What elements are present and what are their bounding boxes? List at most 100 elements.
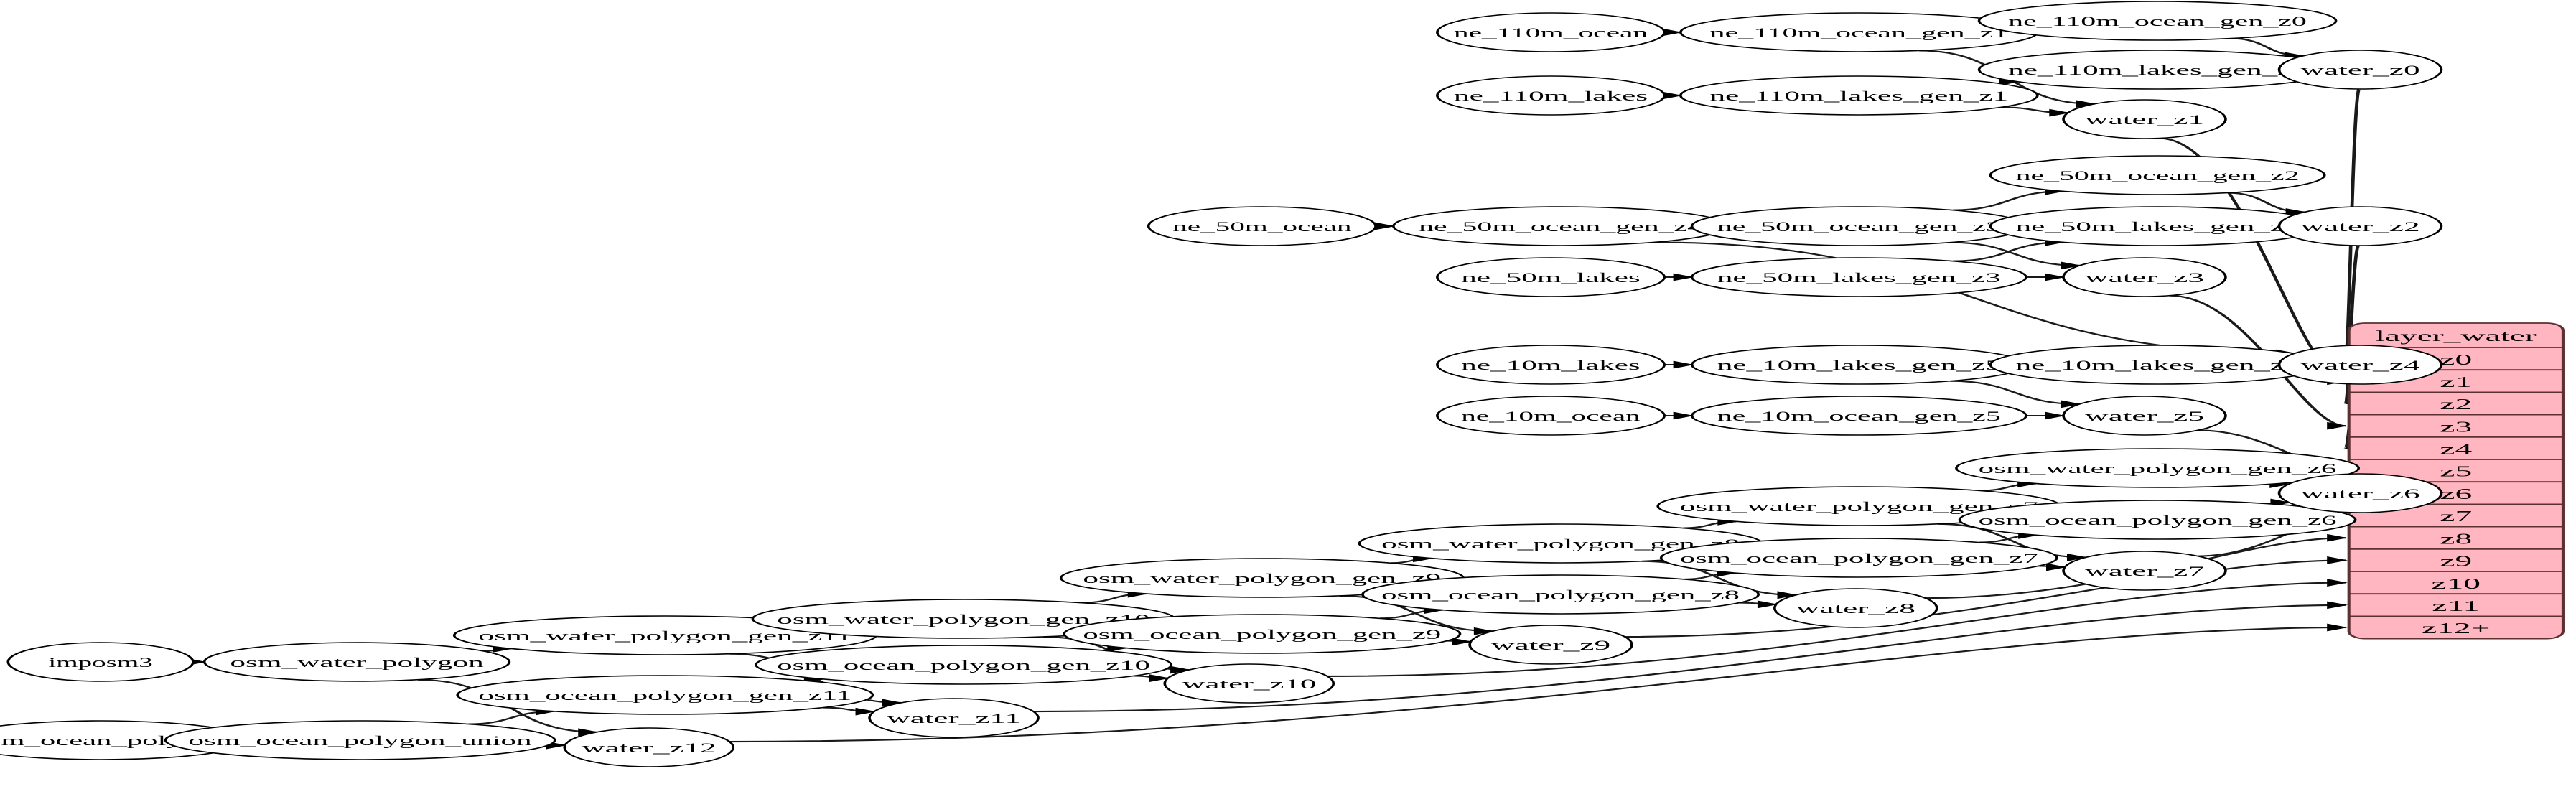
node-shape (2277, 50, 2443, 90)
edge-osm_water_polygon_gen_z7-to-water_z7 (1938, 523, 2086, 559)
node-label: osm_water_polygon_gen_z9 (1083, 571, 1441, 586)
node-label: osm_water_polygon_gen_z10 (777, 612, 1150, 627)
node-shape (2277, 345, 2443, 385)
node-water_z6[interactable]: water_z6 (2277, 473, 2443, 513)
node-water_z3[interactable]: water_z3 (2062, 257, 2227, 297)
node-label: ne_110m_lakes_gen_z0 (2008, 62, 2307, 78)
node-water_z8[interactable]: water_z8 (1773, 588, 1938, 628)
node-water_z5[interactable]: water_z5 (2062, 396, 2227, 436)
node-ne_50m_ocean[interactable]: ne_50m_ocean (1147, 206, 1377, 246)
node-label: osm_ocean_polygon_gen_z11 (479, 688, 852, 703)
node-ne_110m_lakes_gen_z0[interactable]: ne_110m_lakes_gen_z0 (1977, 50, 2338, 90)
node-osm_ocean_polygon_union[interactable]: osm_ocean_polygon_union (164, 720, 556, 760)
node-water_z12[interactable]: water_z12 (563, 727, 735, 767)
node-imposm3[interactable]: imposm3 (6, 642, 195, 682)
edge-arrowhead (2285, 208, 2307, 216)
node-osm_ocean_polygon_gen_z8[interactable]: osm_ocean_polygon_gen_z8 (1361, 574, 1760, 615)
edge-arrowhead (2327, 533, 2348, 542)
layer-table-row-z0[interactable]: z0 (2440, 351, 2472, 368)
layer-table-row-z8[interactable]: z8 (2440, 530, 2472, 546)
node-ne_110m_lakes[interactable]: ne_110m_lakes (1436, 75, 1666, 116)
node-ne_10m_ocean[interactable]: ne_10m_ocean (1436, 396, 1666, 436)
node-osm_water_polygon_gen_z8[interactable]: osm_water_polygon_gen_z8 (1358, 523, 1763, 564)
node-shape (1690, 257, 2027, 297)
node-ne_110m_ocean[interactable]: ne_110m_ocean (1436, 12, 1666, 52)
node-ne_110m_ocean_gen_z0[interactable]: ne_110m_ocean_gen_z0 (1977, 1, 2338, 41)
node-shape (1436, 345, 1666, 385)
layer-table-row-z4[interactable]: z4 (2440, 441, 2472, 457)
node-water_z7[interactable]: water_z7 (2062, 551, 2227, 591)
node-ne_50m_ocean_gen_z3[interactable]: ne_50m_ocean_gen_z3 (1690, 206, 2027, 246)
edge-arrowhead (1673, 273, 1694, 281)
node-label: water_z8 (1796, 601, 1915, 616)
node-osm_water_polygon[interactable]: osm_water_polygon (202, 642, 511, 682)
node-ne_110m_ocean_gen_z1[interactable]: ne_110m_ocean_gen_z1 (1679, 12, 2039, 52)
node-osm_ocean_polygon_gen_z11[interactable]: osm_ocean_polygon_gen_z11 (456, 675, 874, 715)
node-shape (1361, 574, 1760, 615)
node-ne_50m_lakes_gen_z3[interactable]: ne_50m_lakes_gen_z3 (1690, 257, 2027, 297)
layer-table-row-z2[interactable]: z2 (2440, 396, 2472, 412)
node-ne_50m_lakes_gen_z2[interactable]: ne_50m_lakes_gen_z2 (1989, 206, 2326, 246)
node-shape (1147, 206, 1377, 246)
node-shape (1163, 663, 1335, 704)
node-label: osm_ocean_polygon_gen_z10 (777, 658, 1150, 673)
edge-ne_50m_ocean_gen_z3-to-water_z3 (1950, 241, 2080, 266)
edge-arrowhead (2327, 601, 2348, 610)
node-osm_water_polygon_gen_z7[interactable]: osm_water_polygon_gen_z7 (1656, 486, 2062, 526)
node-water_z4[interactable]: water_z4 (2277, 345, 2443, 385)
node-osm_ocean_polygon_gen_z9[interactable]: osm_ocean_polygon_gen_z9 (1063, 614, 1462, 654)
node-ne_10m_lakes[interactable]: ne_10m_lakes (1436, 345, 1666, 385)
edge-arrowhead (2327, 556, 2348, 564)
layer-table-row-z3[interactable]: z3 (2440, 418, 2472, 434)
node-label: ne_10m_lakes_gen_z4 (2016, 358, 2300, 373)
node-shape (2277, 206, 2443, 246)
node-water_z1[interactable]: water_z1 (2062, 99, 2227, 139)
edge-arrowhead (1473, 627, 1495, 635)
layer-table-row-z11[interactable]: z11 (2432, 597, 2480, 614)
edge-arrowhead (1149, 674, 1170, 682)
layer-table-row-z1[interactable]: z1 (2440, 373, 2472, 390)
node-osm_water_polygon_gen_z9[interactable]: osm_water_polygon_gen_z9 (1059, 558, 1465, 598)
node-label: osm_ocean_polygon_union (189, 733, 533, 748)
node-shape (2062, 396, 2227, 436)
node-water_z2[interactable]: water_z2 (2277, 206, 2443, 246)
node-label: ne_110m_ocean_gen_z0 (2008, 14, 2307, 29)
node-water_z9[interactable]: water_z9 (1468, 625, 1633, 665)
node-ne_50m_ocean_gen_z4[interactable]: ne_50m_ocean_gen_z4 (1392, 206, 1730, 246)
node-osm_water_polygon_gen_z6[interactable]: osm_water_polygon_gen_z6 (1955, 448, 2361, 488)
node-shape (2062, 257, 2227, 297)
layer-table-row-z7[interactable]: z7 (2440, 508, 2472, 524)
node-ne_50m_lakes[interactable]: ne_50m_lakes (1436, 257, 1666, 297)
node-label: water_z3 (2085, 270, 2204, 285)
node-label: ne_50m_ocean_gen_z3 (1717, 219, 2001, 234)
layer-table-row-z6[interactable]: z6 (2440, 485, 2472, 502)
edge-arrowhead (2045, 411, 2066, 420)
edge-arrowhead (2061, 261, 2082, 270)
edge-arrowhead (2049, 108, 2071, 117)
node-label: water_z2 (2300, 219, 2419, 234)
node-label: ne_10m_ocean (1461, 408, 1641, 424)
node-ne_50m_ocean_gen_z2[interactable]: ne_50m_ocean_gen_z2 (1989, 155, 2326, 195)
node-osm_ocean_polygon_gen_z7[interactable]: osm_ocean_polygon_gen_z7 (1659, 538, 2058, 578)
node-water_z10[interactable]: water_z10 (1163, 663, 1335, 704)
layer-table-row-z10[interactable]: z10 (2432, 575, 2481, 592)
node-ne_10m_lakes_gen_z4[interactable]: ne_10m_lakes_gen_z4 (1989, 345, 2326, 385)
node-osm_ocean_polygon_gen_z6[interactable]: osm_ocean_polygon_gen_z6 (1958, 500, 2357, 540)
node-shape (1436, 75, 1666, 116)
node-label: water_z4 (2300, 358, 2420, 373)
node-ne_110m_lakes_gen_z1[interactable]: ne_110m_lakes_gen_z1 (1679, 75, 2039, 116)
layer-table-row-z9[interactable]: z9 (2440, 553, 2472, 569)
layer-table-row-z5[interactable]: z5 (2440, 463, 2472, 480)
node-osm_water_polygon_gen_z10[interactable]: osm_water_polygon_gen_z10 (751, 599, 1176, 639)
node-ne_10m_lakes_gen_z5[interactable]: ne_10m_lakes_gen_z5 (1690, 345, 2027, 385)
node-label: water_z12 (582, 740, 716, 755)
node-osm_ocean_polygon_gen_z10[interactable]: osm_ocean_polygon_gen_z10 (755, 645, 1173, 685)
node-water_z11[interactable]: water_z11 (868, 698, 1040, 738)
node-shape (563, 727, 735, 767)
node-label: osm_ocean_polygon_gen_z9 (1083, 627, 1441, 642)
node-ne_10m_ocean_gen_z5[interactable]: ne_10m_ocean_gen_z5 (1690, 396, 2027, 436)
layer-table-row-z12+[interactable]: z12+ (2422, 620, 2490, 636)
node-water_z0[interactable]: water_z0 (2277, 50, 2443, 90)
